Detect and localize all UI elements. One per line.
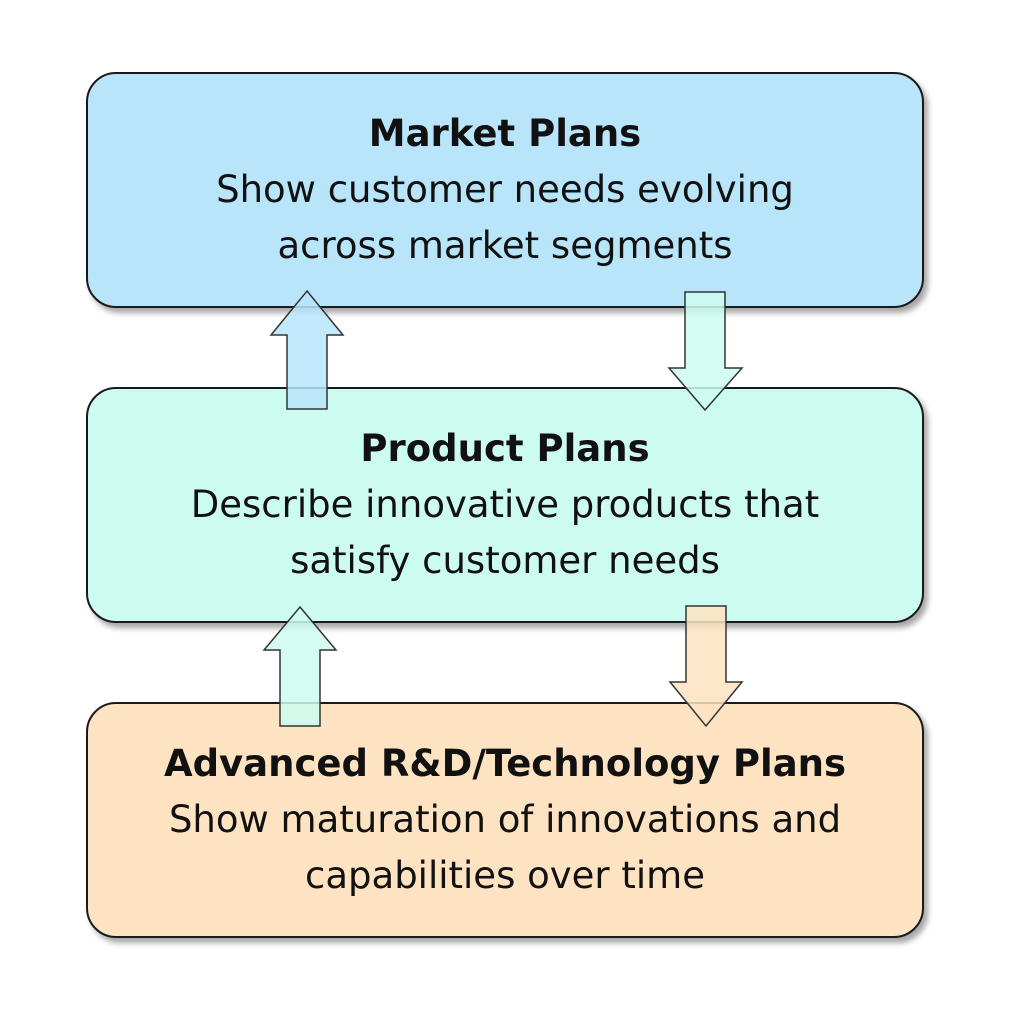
down-arrow-icon: [668, 605, 744, 728]
market-plans-title: Market Plans: [368, 112, 642, 155]
rd-plans-box: Advanced R&D/Technology Plans Show matur…: [86, 702, 924, 938]
down-arrow-icon: [667, 291, 744, 412]
market-plans-desc-line1: Show customer needs evolving: [216, 168, 794, 211]
product-plans-title: Product Plans: [360, 427, 650, 470]
product-plans-box: Product Plans Describe innovative produc…: [86, 387, 924, 623]
market-plans-desc-line2: across market segments: [277, 224, 733, 267]
rd-plans-desc-line2: capabilities over time: [305, 854, 705, 897]
up-arrow-icon: [262, 605, 338, 727]
rd-plans-title: Advanced R&D/Technology Plans: [163, 742, 847, 785]
up-arrow-icon: [269, 289, 345, 410]
product-plans-desc-line1: Describe innovative products that: [190, 483, 820, 526]
market-plans-box: Market Plans Show customer needs evolvin…: [86, 72, 924, 308]
product-plans-desc-line2: satisfy customer needs: [290, 539, 720, 582]
rd-plans-desc-line1: Show maturation of innovations and: [168, 798, 842, 841]
